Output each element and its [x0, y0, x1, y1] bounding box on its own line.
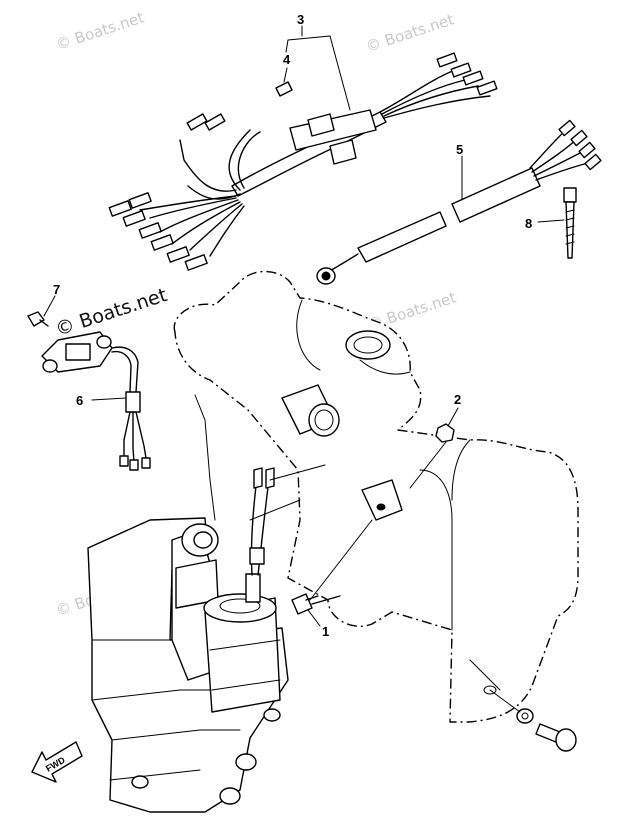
part-2-nut — [409, 423, 455, 489]
part-7-screw — [27, 295, 56, 327]
callout-7: 7 — [53, 282, 60, 297]
callout-2: 2 — [454, 392, 461, 407]
leader-lines — [91, 25, 565, 713]
power-trim-tilt-unit — [87, 467, 289, 813]
bolt-and-washer — [516, 708, 577, 752]
watermark-top-left: © Boats.net — [54, 8, 147, 53]
watermark-top-right: © Boats.net — [364, 10, 457, 55]
watermark-dark: © Boats.net — [53, 284, 170, 341]
callout-8: 8 — [525, 216, 532, 231]
part-3-wire-harness — [108, 52, 498, 271]
callout-1: 1 — [322, 624, 329, 639]
part-8-cable-tie — [563, 187, 577, 259]
callout-labels: 3 4 5 8 7 6 2 1 — [53, 12, 532, 639]
part-5-cable — [316, 119, 602, 285]
part-6-trim-sender — [41, 331, 151, 471]
callout-4: 4 — [283, 52, 291, 67]
part-4-clip — [275, 81, 293, 97]
fwd-arrow: FWD — [31, 741, 83, 783]
part-1-screw — [291, 519, 373, 615]
callout-5: 5 — [456, 142, 463, 157]
callout-3: 3 — [297, 12, 304, 27]
callout-6: 6 — [76, 393, 83, 408]
engine-bracket — [173, 270, 579, 723]
